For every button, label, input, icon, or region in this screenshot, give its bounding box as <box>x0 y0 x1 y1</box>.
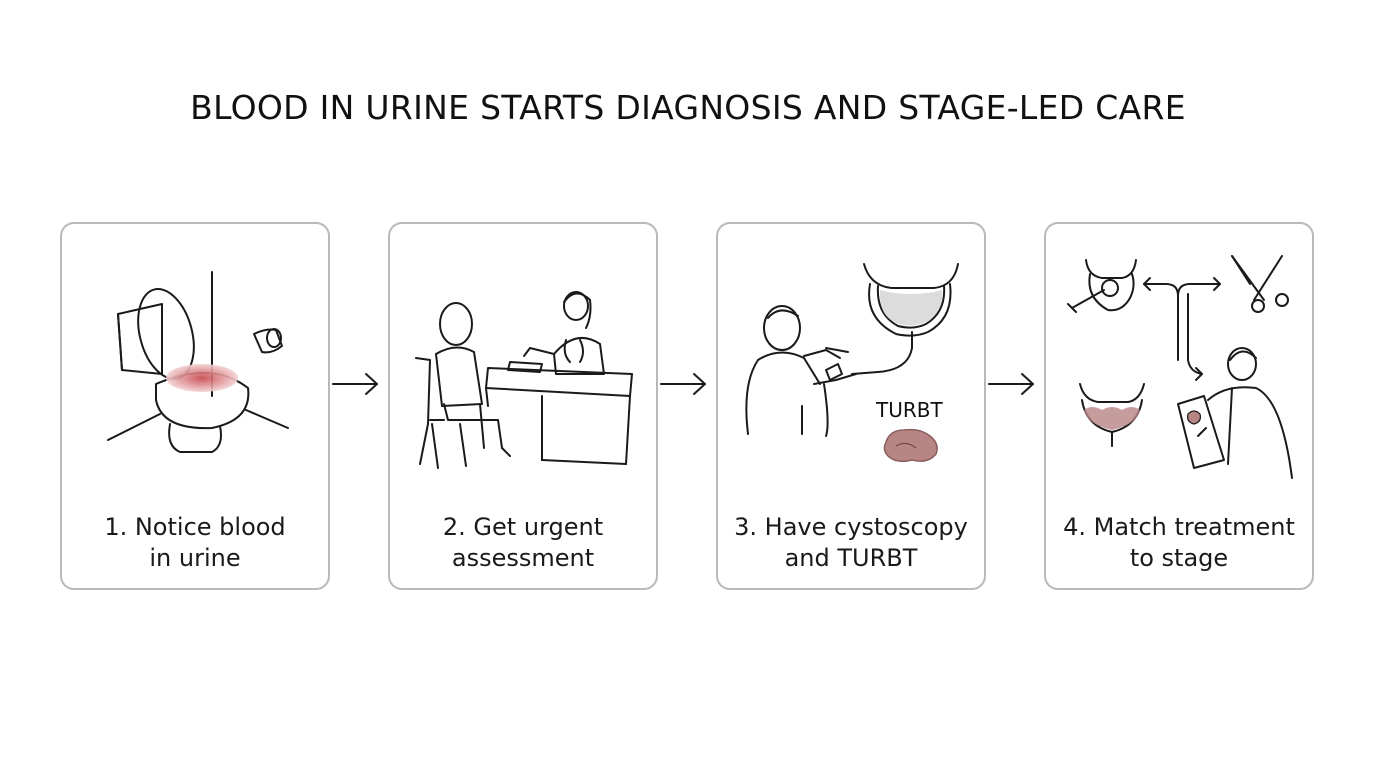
arrow-right-icon <box>332 373 378 395</box>
treatment-options-icon <box>1067 255 1293 479</box>
step-3-panel: TURBT 3. Have cystoscopy and TURBT <box>716 222 986 590</box>
step-4-panel: 4. Match treatment to stage <box>1044 222 1314 590</box>
toilet-with-blood-icon <box>107 271 289 453</box>
doctor-consultation-icon <box>415 291 633 469</box>
turbt-label: TURBT <box>876 398 943 422</box>
arrow-right-icon <box>988 373 1034 395</box>
step-1-caption: 1. Notice blood in urine <box>104 513 286 572</box>
step-4-caption: 4. Match treatment to stage <box>1063 513 1295 572</box>
cystoscopy-icon <box>745 263 959 463</box>
step-3-caption: 3. Have cystoscopy and TURBT <box>734 513 968 572</box>
step-2-caption: 2. Get urgent assessment <box>442 513 604 572</box>
step-1-panel: 1. Notice blood in urine <box>60 222 330 590</box>
arrow-right-icon <box>660 373 706 395</box>
step-2-panel: 2. Get urgent assessment <box>388 222 658 590</box>
page-title: BLOOD IN URINE STARTS DIAGNOSIS AND STAG… <box>190 88 1186 127</box>
